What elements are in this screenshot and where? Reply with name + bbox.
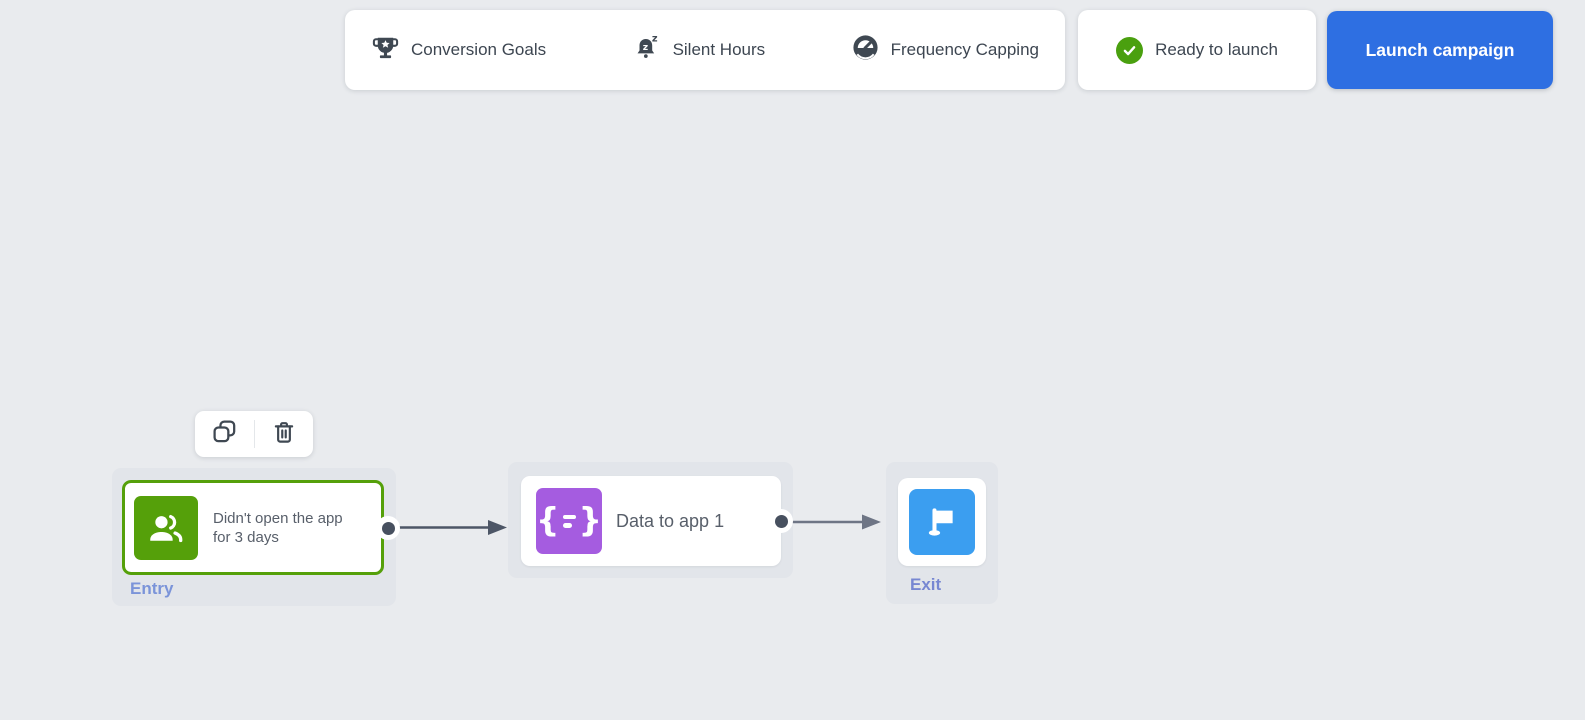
silent-hours-label: Silent Hours [672, 40, 766, 59]
gauge-icon [851, 33, 880, 67]
check-circle-icon [1116, 36, 1144, 64]
node-actions-toolbar [195, 411, 313, 457]
entry-node-card[interactable]: Didn't open the app for 3 days [122, 480, 384, 575]
trash-icon [271, 419, 297, 450]
entry-node-panel: Didn't open the app for 3 days Entry [112, 468, 400, 606]
action-node-title: Data to app 1 [616, 510, 725, 531]
code-braces-icon: { } [536, 488, 602, 554]
svg-text:z: z [651, 33, 657, 44]
launch-status-label: Ready to launch [1155, 40, 1278, 59]
exit-node-label: Exit [910, 575, 942, 594]
delete-node-button[interactable] [255, 411, 314, 457]
copy-icon [211, 418, 238, 450]
entry-node-label: Entry [130, 579, 174, 598]
frequency-capping-label: Frequency Capping [890, 40, 1039, 59]
connector-action-to-exit [783, 514, 881, 530]
port-dot [774, 514, 788, 528]
action-node-panel: { } Data to app 1 [508, 462, 793, 578]
exit-node-card[interactable] [898, 478, 986, 566]
frequency-capping-button[interactable]: Frequency Capping [851, 33, 1039, 67]
port-dot [381, 521, 395, 535]
bell-snooze-icon: z z [632, 33, 662, 68]
launch-status-card[interactable]: Ready to launch [1078, 10, 1316, 90]
campaign-settings-bar: Conversion Goals z z Silent Hours Freque… [345, 10, 1065, 90]
toolbar-divider [253, 420, 255, 448]
entry-output-port[interactable] [376, 516, 400, 540]
entry-node-title: Didn't open the app for 3 days [213, 509, 343, 546]
action-node-card[interactable]: { } Data to app 1 [521, 476, 781, 566]
conversion-goals-label: Conversion Goals [411, 40, 547, 59]
flag-icon [909, 489, 975, 555]
users-icon [134, 495, 198, 560]
silent-hours-button[interactable]: z z Silent Hours [632, 33, 766, 68]
launch-campaign-button[interactable]: Launch campaign [1327, 11, 1553, 89]
trophy-icon [371, 33, 400, 67]
exit-node-panel: Exit [886, 462, 998, 604]
action-output-port[interactable] [769, 509, 793, 533]
svg-text:z: z [642, 41, 647, 52]
duplicate-node-button[interactable] [195, 411, 254, 457]
connector-entry-to-action [390, 520, 507, 535]
conversion-goals-button[interactable]: Conversion Goals [371, 33, 546, 67]
